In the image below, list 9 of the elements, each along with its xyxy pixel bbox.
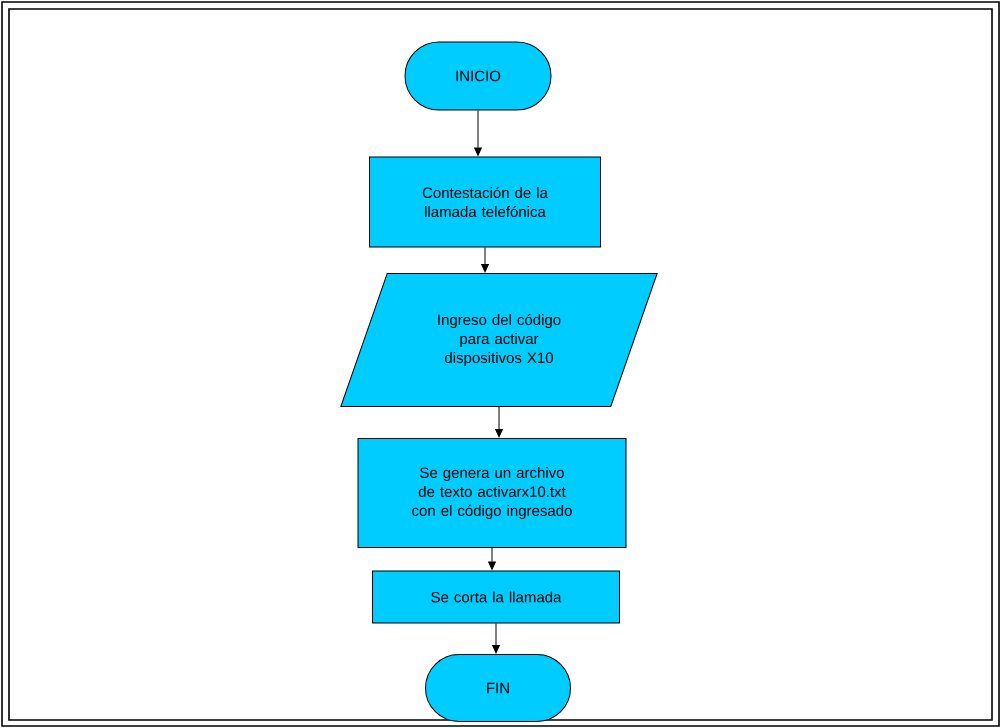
arrow [495, 406, 503, 438]
input-parallelogram: Ingreso del código para activar dispositivos X10 [340, 273, 658, 407]
process-box: Se genera un archivo de texto activarx10.txt con el código ingresado [357, 438, 627, 548]
process-box: Se corta la llamada [372, 570, 620, 624]
arrow [474, 110, 482, 156]
arrow [492, 623, 500, 654]
arrow [488, 547, 496, 570]
process-box: Contestación de la llamada telefónica [369, 156, 601, 248]
arrow [481, 247, 489, 273]
